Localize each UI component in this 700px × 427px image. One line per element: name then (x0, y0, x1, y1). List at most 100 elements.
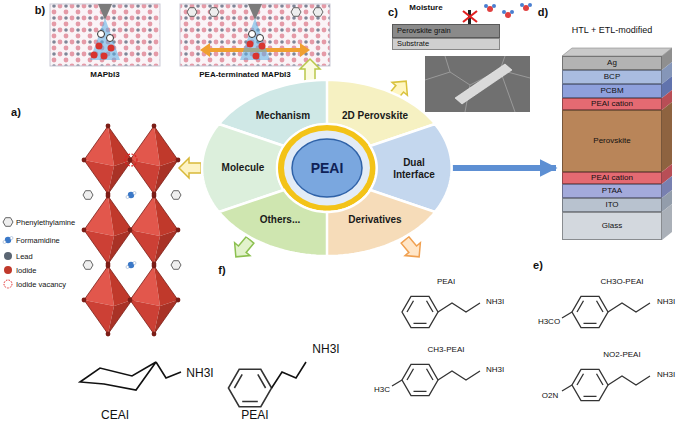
figure-part (562, 376, 650, 391)
figure-part (101, 53, 108, 60)
sector-label: Others... (260, 214, 301, 226)
figure-part (171, 261, 181, 270)
layer-label: PTAA (602, 186, 622, 195)
stm-panel (50, 4, 330, 66)
figure-part (562, 48, 672, 56)
legend-label: Iodide vacancy (16, 280, 66, 289)
figure-part (455, 64, 512, 104)
device-layer: PTAA (562, 184, 662, 198)
figure-part (247, 41, 254, 48)
figure-part (107, 35, 114, 42)
other-structures (80, 362, 306, 407)
layer-label: Ag (607, 58, 617, 67)
group-label: NH3I (312, 343, 339, 357)
sector-label: Derivatives (348, 214, 401, 226)
topic-sector: Others... (219, 190, 327, 256)
figure-part (523, 5, 529, 11)
figure-part (572, 369, 608, 400)
device-layer: Ag (562, 56, 662, 70)
legend-spacer (4, 280, 12, 288)
grain-bar: Perovskite grain (392, 24, 500, 38)
compound-name: PEAI (241, 409, 268, 423)
legend-label: Lead (16, 252, 33, 261)
derivative-structures (392, 296, 650, 400)
group-label: H3CO (538, 317, 560, 326)
group-label: NH3I (657, 297, 675, 306)
figure-part (572, 296, 608, 327)
figure-part (425, 56, 530, 112)
figure-part (128, 264, 181, 337)
figure-part (463, 11, 477, 22)
figure-part (438, 303, 480, 312)
figure-part (253, 53, 260, 60)
sector-label: 2D Perovskite (342, 110, 408, 122)
figure-part (528, 3, 532, 7)
edge-group (452, 168, 556, 169)
panel-letter: d) (538, 6, 548, 19)
topic-sector: Derivatives (327, 190, 435, 256)
figure-part (50, 4, 160, 66)
device-stack: HTL + ETL-modifiedAgBCPPCBMPEAI cationPe… (556, 22, 676, 250)
figure-part (126, 262, 136, 269)
figure-part (392, 371, 480, 386)
device-layer: ITO (562, 198, 662, 212)
figure-part (248, 4, 262, 20)
figure-part (249, 31, 256, 38)
layer-label: PCBM (600, 86, 623, 95)
figure-part (126, 192, 136, 199)
legend-row: Formamidine (4, 234, 60, 246)
group-label: NH3I (486, 297, 504, 306)
figure-part (259, 43, 266, 50)
figure-part (98, 31, 105, 38)
figure-part (82, 194, 135, 267)
layer-label: Glass (602, 221, 622, 230)
figure-part (96, 43, 103, 50)
panel-letter: f) (218, 264, 225, 277)
legend-label: Phenylethylamine (16, 218, 75, 227)
legend-row: Iodide vacancy (4, 278, 66, 290)
legend-spacer (4, 236, 12, 244)
sector-label: Molecule (222, 162, 265, 174)
figure-part (313, 8, 323, 17)
figure-part (228, 369, 271, 406)
figure-part (4, 280, 12, 288)
figure-part (505, 12, 511, 18)
sector-label: Mechanism (256, 110, 310, 122)
figure-part (187, 8, 197, 17)
stack-heading: HTL + ETL-modified (562, 22, 662, 35)
bar-label: Substrate (397, 40, 429, 49)
substrate-bar: Substrate (392, 38, 500, 50)
crystal-structure (3, 124, 181, 337)
figure-part (125, 154, 137, 166)
device-layer: PEAI cation (562, 172, 662, 184)
group-label: NH3I (657, 370, 675, 379)
connector-arrow (452, 165, 556, 171)
panel-letter: e) (533, 259, 543, 272)
group-label: NH3I (186, 367, 213, 381)
compound-name: CH3-PEAI (428, 345, 465, 354)
figure-part (510, 10, 514, 14)
figure-part (240, 18, 270, 60)
legend-swatch (4, 266, 12, 274)
layer-label: BCP (604, 72, 620, 81)
legend-label: Formamidine (16, 236, 60, 245)
group-label: O2N (542, 391, 558, 400)
figure-part (562, 303, 650, 318)
device-layer: BCP (562, 70, 662, 84)
layer-label: PEAI cation (591, 173, 633, 182)
figure-part (83, 261, 93, 270)
figure-part (83, 191, 93, 200)
compound-name: PEAI (437, 277, 455, 286)
panel-letter: c) (388, 6, 398, 19)
device-faces (562, 48, 672, 240)
figure-part (662, 102, 672, 172)
figure-part (3, 237, 13, 244)
legend-row: Iodide (4, 264, 36, 276)
figure-part (487, 6, 493, 12)
figure-part (3, 218, 13, 227)
figure-part (91, 52, 98, 59)
legend-row: Phenylethylamine (4, 216, 75, 228)
figure-part (82, 264, 135, 337)
figure-part (108, 45, 115, 52)
legend-label: Iodide (16, 266, 36, 275)
